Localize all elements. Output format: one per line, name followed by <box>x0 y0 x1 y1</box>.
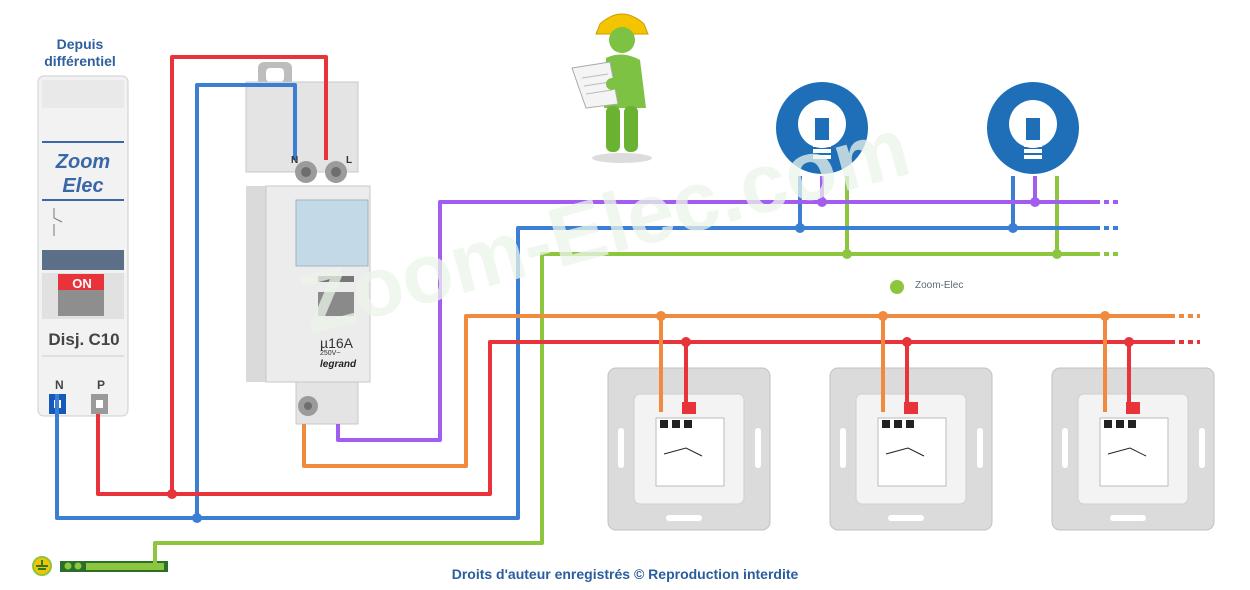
push-button-icon <box>1051 367 1215 531</box>
push-button-icon <box>829 367 993 531</box>
control-wire <box>336 200 1095 442</box>
lamp-icon <box>776 82 868 174</box>
neutral-wire <box>55 226 1095 520</box>
on-button[interactable] <box>58 274 104 290</box>
breaker-model-value: C10 <box>88 330 120 349</box>
watermark-small: Zoom-Elec <box>915 280 964 291</box>
breaker-model-prefix: Disj. <box>48 330 85 349</box>
worker-icon <box>571 13 652 163</box>
source-label: Depuis différentiel <box>44 36 116 69</box>
phase-wire <box>96 414 172 496</box>
relay-voltage: 250V~ <box>320 350 341 357</box>
impulse-relay <box>245 62 371 425</box>
breaker-terminal-n: N <box>55 378 64 392</box>
relay-terminal-n: N <box>291 155 299 166</box>
circuit-breaker <box>37 75 129 417</box>
relay-manufacturer: legrand <box>320 359 357 370</box>
lamp-icon <box>987 82 1079 174</box>
breaker-on-label: ON <box>72 276 92 291</box>
relay-rating: µ16A <box>320 335 353 351</box>
breaker-terminal-p: P <box>97 378 106 392</box>
return-wire <box>302 314 1170 468</box>
push-button-icon <box>607 367 771 531</box>
breaker-model: Disj. C10 <box>41 330 127 350</box>
relay-terminal-l: L <box>346 155 353 166</box>
watermark-logo-icon <box>890 280 904 294</box>
earth-wire <box>153 252 1095 565</box>
copyright-notice: Droits d'auteur enregistrés © Reproducti… <box>451 566 799 582</box>
breaker-brand: Zoom Elec <box>55 151 111 197</box>
earth-bar <box>32 556 168 576</box>
